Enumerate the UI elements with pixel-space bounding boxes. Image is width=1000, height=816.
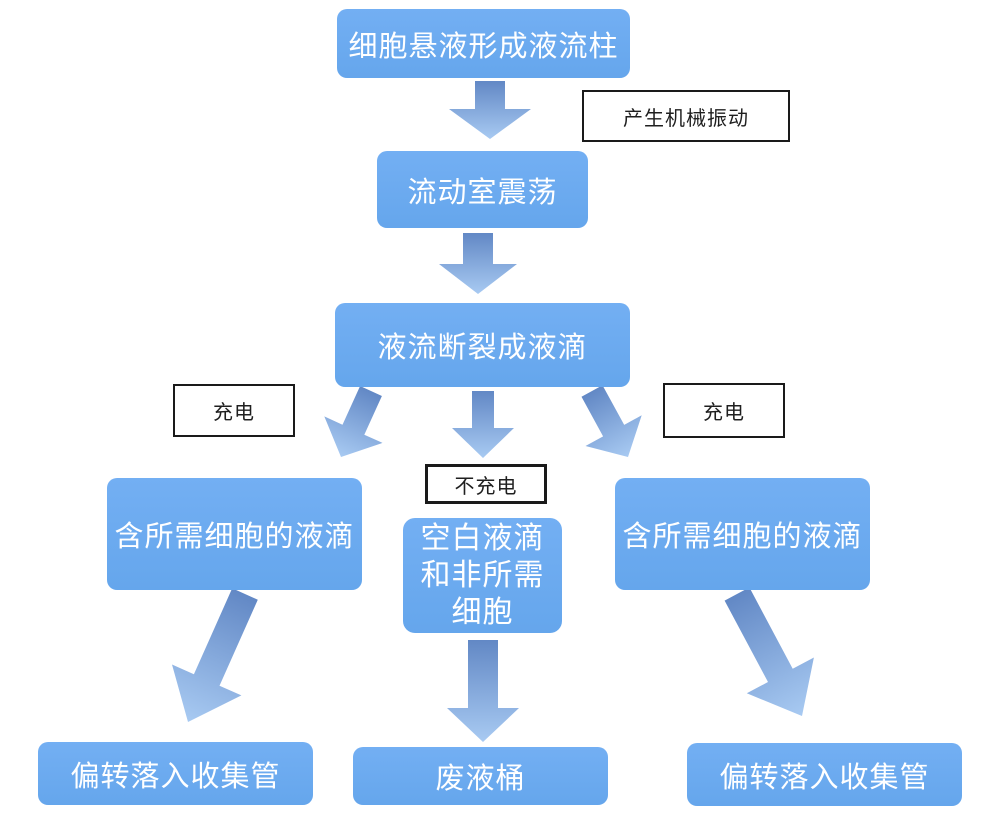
- node-droplet-breakup-label: 液流断裂成液滴: [377, 332, 588, 364]
- node-flow-chamber: 流动室震荡: [377, 151, 588, 228]
- arrow: [449, 81, 531, 139]
- label-mechanical-vibration-text: 产生机械振动: [623, 107, 749, 130]
- node-waste-bucket: 废液桶: [353, 747, 608, 805]
- node-desired-cells-right-label: 含所需细胞的液滴: [622, 521, 863, 553]
- arrow: [172, 588, 258, 722]
- node-collection-tube-left-label: 偏转落入收集管: [70, 760, 281, 793]
- node-droplet-breakup: 液流断裂成液滴: [335, 303, 630, 387]
- node-collection-tube-right: 偏转落入收集管: [687, 743, 962, 806]
- label-charge-right: 充电: [663, 383, 785, 438]
- label-charge-left-text: 充电: [213, 402, 255, 424]
- node-blank-droplets: 空白液滴 和非所需 细胞: [403, 518, 562, 633]
- node-blank-droplets-line3: 细胞: [451, 596, 514, 629]
- arrow: [452, 391, 514, 458]
- arrow: [724, 587, 814, 716]
- node-collection-tube-left: 偏转落入收集管: [38, 742, 313, 805]
- label-mechanical-vibration: 产生机械振动: [582, 90, 790, 142]
- node-desired-cells-right: 含所需细胞的液滴: [615, 478, 870, 590]
- node-flow-chamber-label: 流动室震荡: [407, 176, 558, 209]
- node-collection-tube-right-label: 偏转落入收集管: [719, 761, 930, 794]
- label-charge-left: 充电: [173, 384, 295, 437]
- arrow: [324, 386, 383, 457]
- node-desired-cells-left: 含所需细胞的液滴: [107, 478, 362, 590]
- node-cell-suspension-label: 细胞悬液形成液流柱: [348, 30, 619, 63]
- label-no-charge: 不充电: [425, 464, 547, 504]
- label-no-charge-text: 不充电: [454, 475, 518, 498]
- arrow: [447, 640, 519, 742]
- node-waste-bucket-label: 废液桶: [435, 763, 526, 795]
- node-cell-suspension: 细胞悬液形成液流柱: [337, 9, 630, 78]
- node-desired-cells-left-label: 含所需细胞的液滴: [114, 521, 355, 553]
- node-blank-droplets-line1: 空白液滴: [420, 522, 545, 555]
- label-charge-right-text: 充电: [703, 402, 745, 424]
- arrow: [581, 385, 642, 457]
- node-blank-droplets-line2: 和非所需: [420, 559, 545, 592]
- arrow: [439, 233, 517, 294]
